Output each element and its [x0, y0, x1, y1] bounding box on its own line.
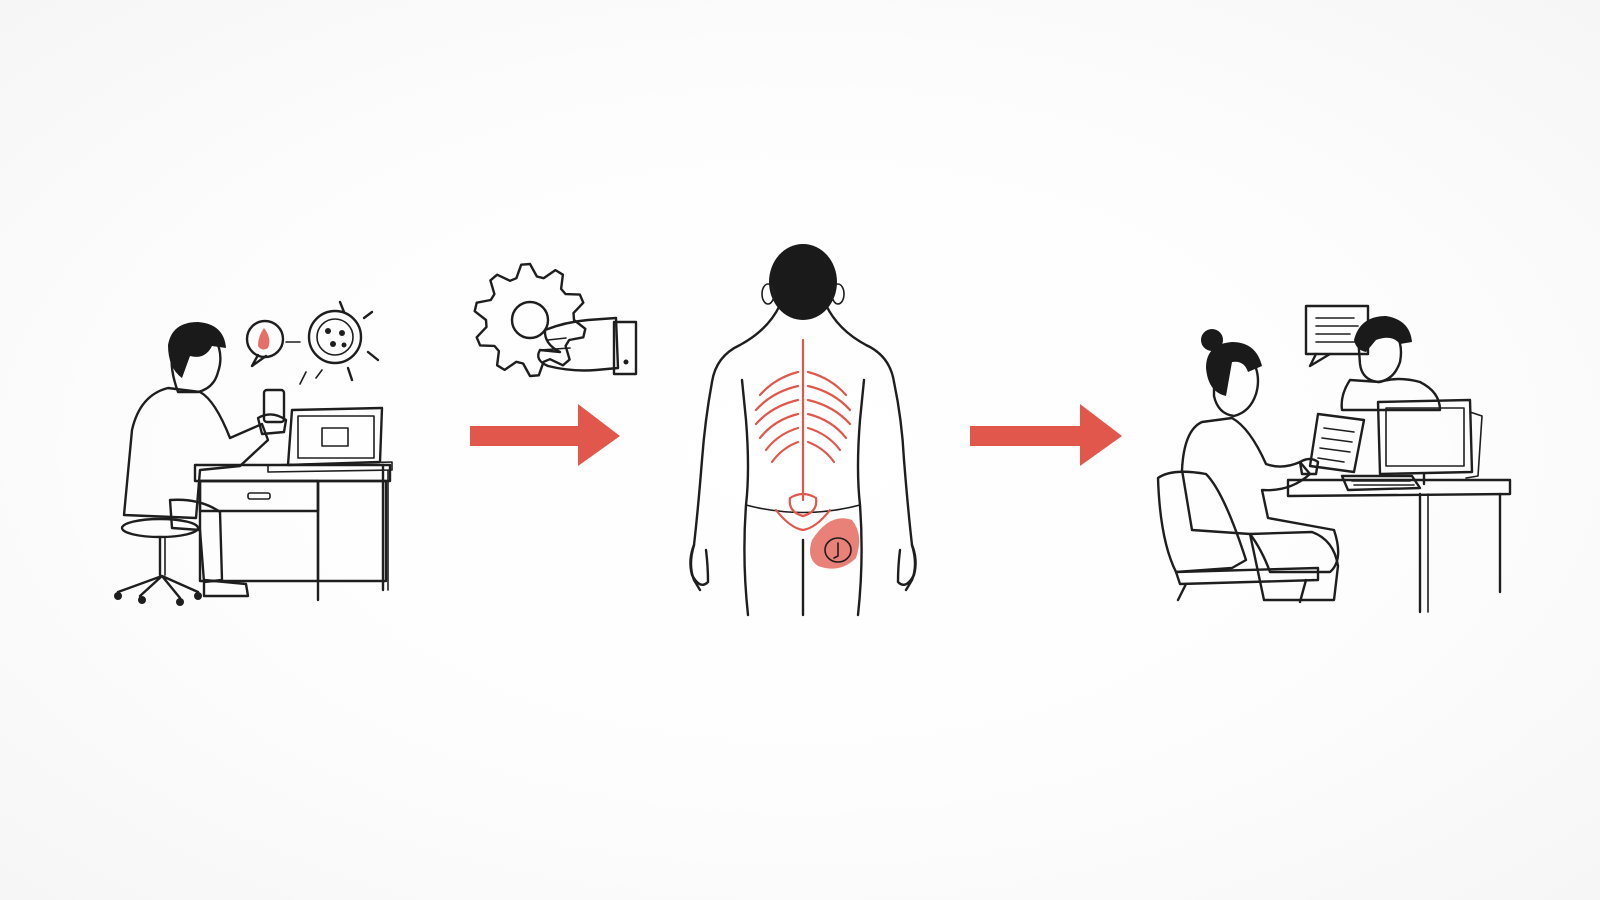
step-4-consultation	[1156, 304, 1512, 614]
keyboard-icon	[1340, 474, 1422, 492]
laptop-icon	[267, 406, 393, 473]
stool-icon	[114, 517, 202, 606]
gear-icon	[473, 262, 587, 378]
document-icon	[1308, 412, 1366, 474]
hand-icon	[537, 316, 638, 376]
virus-icon	[299, 300, 380, 385]
chair-icon	[1156, 470, 1320, 604]
desk-icon	[193, 463, 392, 602]
step-1-person-at-desk-icon	[114, 300, 393, 606]
chat-bubble-icon	[245, 319, 301, 368]
arrow-right-icon	[970, 404, 1122, 466]
monitor-icon	[1376, 398, 1483, 486]
step-2-mechanism	[473, 262, 638, 378]
spine-icon	[754, 338, 852, 532]
phone-icon	[262, 388, 286, 424]
step-3-human-back-icon	[689, 244, 917, 617]
arrow-right-icon	[470, 404, 620, 466]
highlight-icon	[810, 518, 860, 569]
desk-icon	[1286, 478, 1512, 614]
